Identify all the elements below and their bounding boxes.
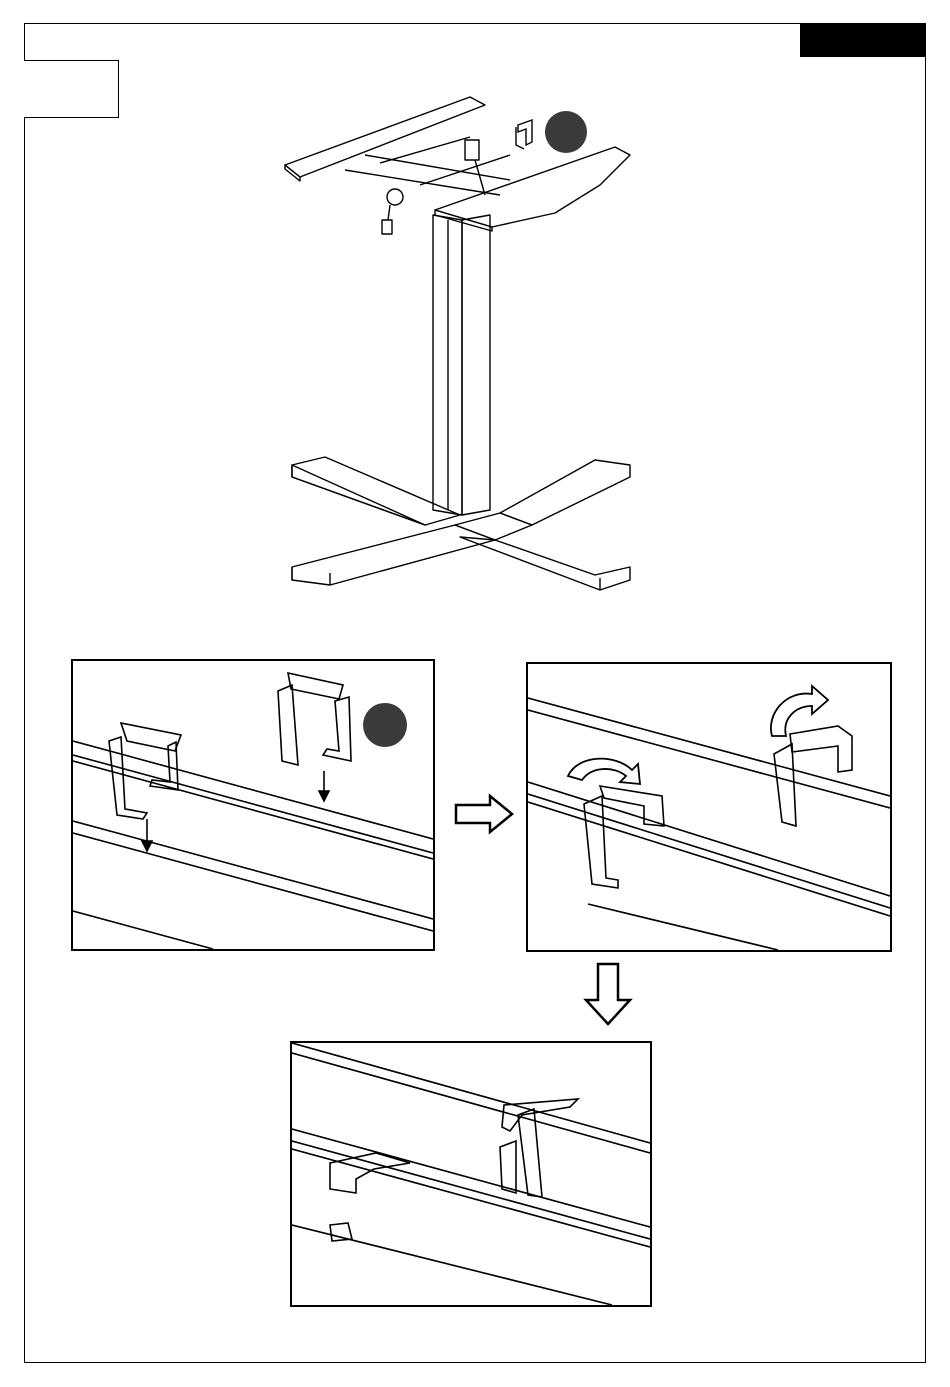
detail-panel-installed bbox=[290, 1041, 652, 1307]
detail-panel-insert bbox=[71, 659, 435, 951]
part-badge-icon bbox=[545, 111, 587, 153]
section-tab bbox=[800, 23, 926, 57]
step-number-box bbox=[24, 60, 119, 118]
table-base-illustration bbox=[270, 85, 670, 605]
part-badge-icon bbox=[363, 703, 407, 747]
detail-panel-rotate bbox=[526, 662, 892, 952]
flow-arrow-right-icon bbox=[454, 793, 516, 835]
flow-arrow-down-icon bbox=[582, 962, 634, 1026]
